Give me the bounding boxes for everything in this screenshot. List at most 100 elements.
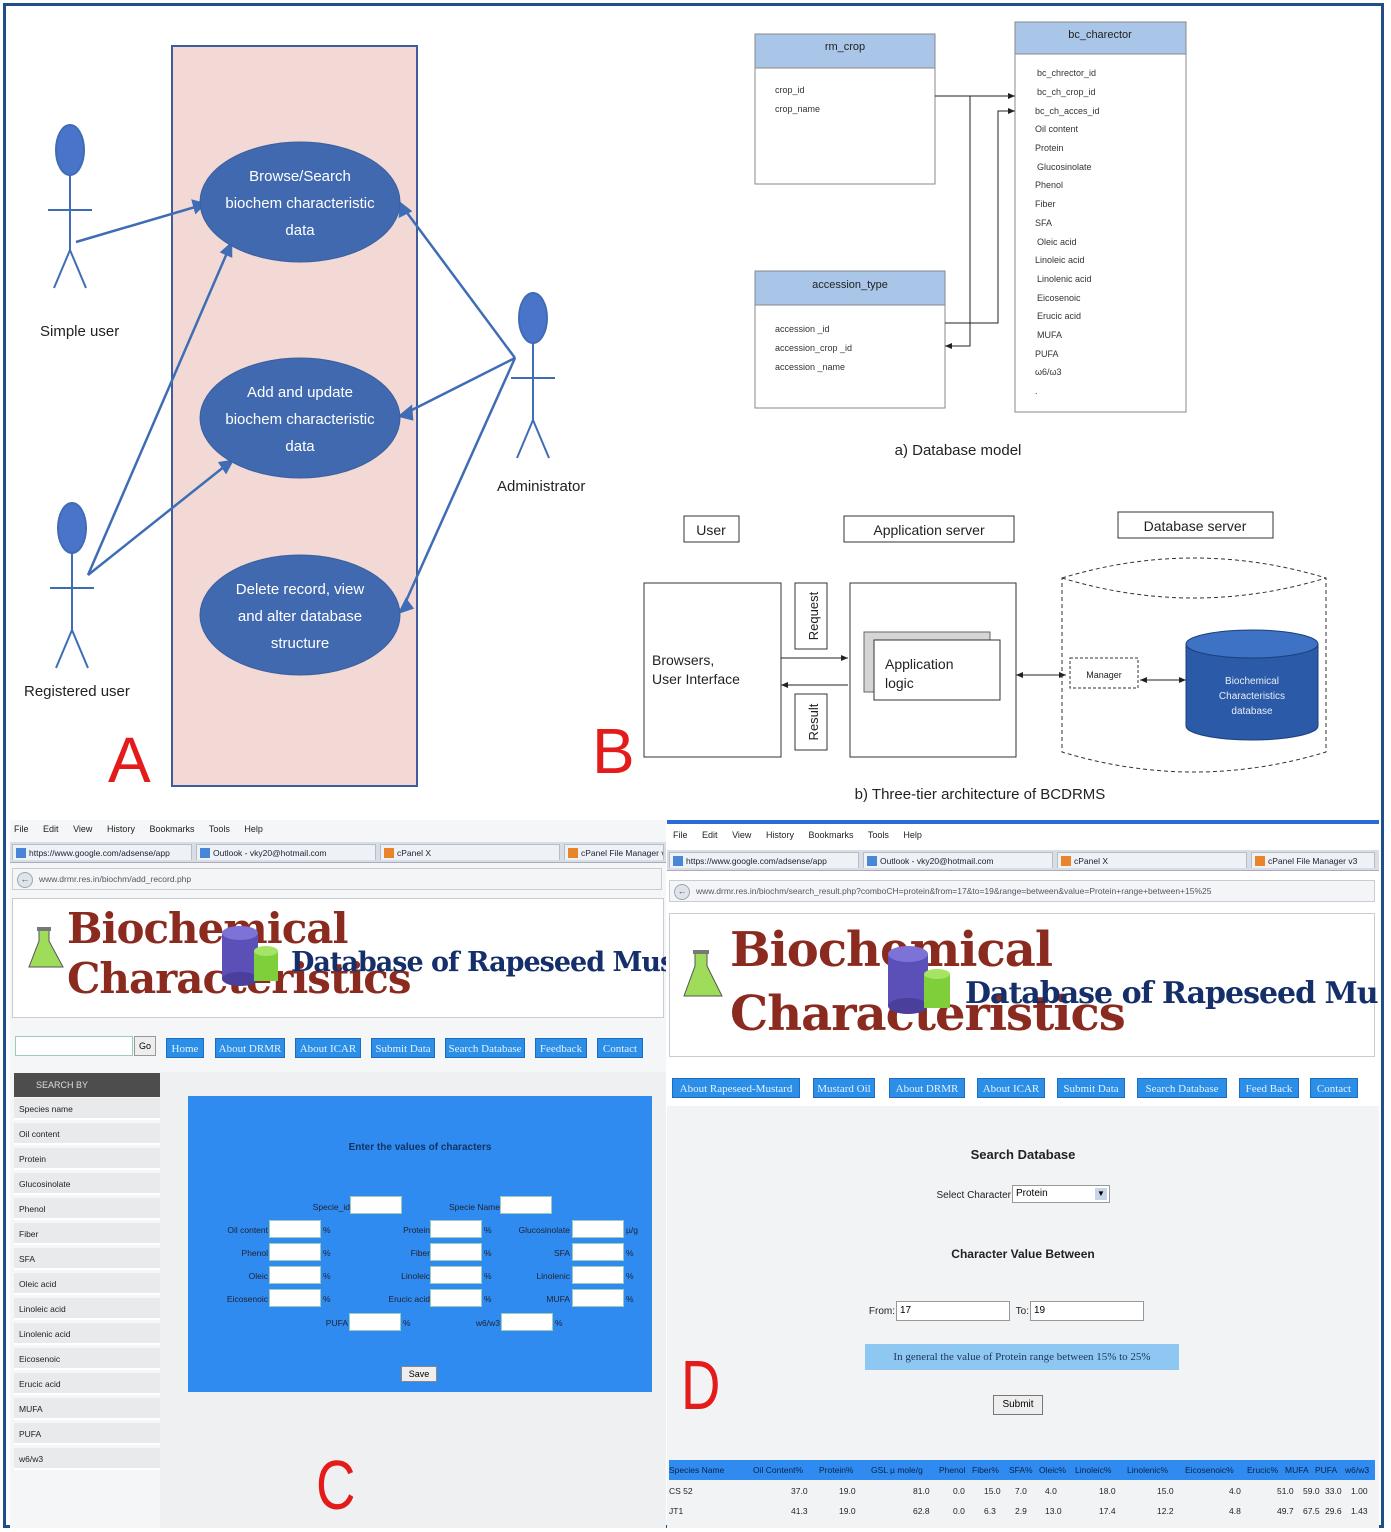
menu-view[interactable]: View <box>73 824 93 834</box>
label-linoleic: Linoleic <box>401 1271 430 1281</box>
menu-tools[interactable]: Tools <box>867 830 889 840</box>
character-select[interactable]: Protein ▼ <box>1012 1185 1110 1203</box>
go-button[interactable]: Go <box>134 1036 156 1056</box>
linoleic-input[interactable] <box>430 1266 482 1284</box>
browser-tab[interactable]: cPanel File Manager v3 <box>1251 852 1375 868</box>
unit: % <box>403 1318 411 1328</box>
menu-file[interactable]: File <box>673 830 688 840</box>
back-arrow-icon[interactable]: ← <box>674 884 690 900</box>
back-arrow-icon[interactable]: ← <box>17 872 33 888</box>
menu-tools[interactable]: Tools <box>208 824 230 834</box>
glucosinolate-input[interactable] <box>572 1220 624 1238</box>
bc-field: Oil content <box>1035 124 1079 134</box>
linolenic-input[interactable] <box>572 1266 624 1284</box>
menu-history[interactable]: History <box>106 824 135 834</box>
specie-name-input[interactable] <box>500 1196 552 1214</box>
menu-file[interactable]: File <box>14 824 29 834</box>
search-input[interactable] <box>15 1036 133 1056</box>
nav-about-icar[interactable]: About ICAR <box>977 1078 1045 1098</box>
app-logic-line2: logic <box>885 675 914 691</box>
mufa-input[interactable] <box>572 1289 624 1307</box>
oleic-input[interactable] <box>269 1266 321 1284</box>
nav-search-database[interactable]: Search Database <box>1137 1078 1227 1098</box>
nav-search-database[interactable]: Search Database <box>445 1038 525 1058</box>
side-item[interactable]: PUFA <box>14 1423 160 1445</box>
tier-app-server: Application server <box>873 522 985 538</box>
bc-field: Erucic acid <box>1037 311 1081 321</box>
nav-about-rapeseed-mustard[interactable]: About Rapeseed-Mustard <box>672 1078 800 1098</box>
side-item[interactable]: Linoleic acid <box>14 1298 160 1320</box>
oil-input[interactable] <box>269 1220 321 1238</box>
nav-submit-data[interactable]: Submit Data <box>1057 1078 1125 1098</box>
unit: % <box>323 1225 331 1235</box>
side-item[interactable]: Eicosenoic <box>14 1348 160 1370</box>
erucic-input[interactable] <box>430 1289 482 1307</box>
address-bar[interactable]: ← www.drmr.res.in/biochm/add_record.php <box>12 868 662 890</box>
side-item[interactable]: Oleic acid <box>14 1273 160 1295</box>
cpanel-icon <box>384 848 394 858</box>
label-specie-name: Specie Name <box>448 1202 500 1212</box>
nav-about-drmr[interactable]: About DRMR <box>215 1038 285 1058</box>
w6w3-input[interactable] <box>501 1313 553 1331</box>
side-item[interactable]: Species name <box>14 1098 160 1120</box>
nav-feed-back[interactable]: Feed Back <box>1239 1078 1299 1098</box>
browser-tab[interactable]: https://www.google.com/adsense/app <box>669 852 859 868</box>
side-item[interactable]: w6/w3 <box>14 1448 160 1470</box>
eicosenoic-input[interactable] <box>269 1289 321 1307</box>
side-item[interactable]: Erucic acid <box>14 1373 160 1395</box>
cpanel-icon <box>1255 856 1265 866</box>
side-item[interactable]: Glucosinolate <box>14 1173 160 1195</box>
menu-bookmarks[interactable]: Bookmarks <box>808 830 854 840</box>
browser-tab[interactable]: cPanel File Manager v3 <box>564 844 664 860</box>
fiber-input[interactable] <box>430 1243 482 1261</box>
address-bar[interactable]: ← www.drmr.res.in/biochm/search_result.p… <box>669 880 1375 902</box>
menu-edit[interactable]: Edit <box>43 824 59 834</box>
uc2-line2: biochem characteristic <box>225 411 375 428</box>
nav-home[interactable]: Home <box>166 1038 204 1058</box>
to-input[interactable]: 19 <box>1030 1301 1144 1321</box>
browser-tab[interactable]: Outlook - vky20@hotmail.com <box>863 852 1053 868</box>
col-header: Eicosenoic% <box>1185 1465 1234 1475</box>
from-input[interactable]: 17 <box>896 1301 1010 1321</box>
specie-id-input[interactable] <box>350 1196 402 1214</box>
menu-view[interactable]: View <box>732 830 752 840</box>
phenol-input[interactable] <box>269 1243 321 1261</box>
search-title: Search Database <box>970 1147 1076 1162</box>
uc1-line2: biochem characteristic <box>225 195 375 212</box>
pufa-input[interactable] <box>349 1313 401 1331</box>
nav-mustard-oil[interactable]: Mustard Oil <box>813 1078 875 1098</box>
side-item[interactable]: Fiber <box>14 1223 160 1245</box>
search-by-header: SEARCH BY <box>14 1073 160 1097</box>
nav-feedback[interactable]: Feedback <box>535 1038 587 1058</box>
side-item[interactable]: Oil content <box>14 1123 160 1145</box>
menu-edit[interactable]: Edit <box>702 830 718 840</box>
side-item[interactable]: Linolenic acid <box>14 1323 160 1345</box>
add-record-form: Enter the values of characters Specie_id… <box>188 1096 652 1392</box>
menu-help[interactable]: Help <box>244 824 263 834</box>
nav-contact[interactable]: Contact <box>1310 1078 1358 1098</box>
from-label: From: <box>868 1306 895 1317</box>
menu-history[interactable]: History <box>765 830 794 840</box>
submit-button[interactable]: Submit <box>993 1395 1043 1415</box>
side-item[interactable]: MUFA <box>14 1398 160 1420</box>
unit: % <box>626 1248 634 1258</box>
nav-submit-data[interactable]: Submit Data <box>371 1038 435 1058</box>
outlook-icon <box>867 856 877 866</box>
nav-about-icar[interactable]: About ICAR <box>295 1038 361 1058</box>
unit: % <box>626 1294 634 1304</box>
protein-input[interactable] <box>430 1220 482 1238</box>
browser-tab[interactable]: Outlook - vky20@hotmail.com <box>196 844 376 860</box>
side-item[interactable]: Phenol <box>14 1198 160 1220</box>
side-item[interactable]: SFA <box>14 1248 160 1270</box>
browser-tab[interactable]: cPanel X <box>380 844 560 860</box>
sfa-input[interactable] <box>572 1243 624 1261</box>
browser-tab[interactable]: https://www.google.com/adsense/app <box>12 844 192 860</box>
save-button[interactable]: Save <box>401 1366 437 1382</box>
side-item[interactable]: Protein <box>14 1148 160 1170</box>
nav-contact[interactable]: Contact <box>597 1038 643 1058</box>
menu-bookmarks[interactable]: Bookmarks <box>149 824 195 834</box>
menu-help[interactable]: Help <box>903 830 922 840</box>
browser-tab[interactable]: cPanel X <box>1057 852 1247 868</box>
nav-about-drmr[interactable]: About DRMR <box>889 1078 965 1098</box>
bc-field: bc_ch_crop_id <box>1037 87 1096 97</box>
